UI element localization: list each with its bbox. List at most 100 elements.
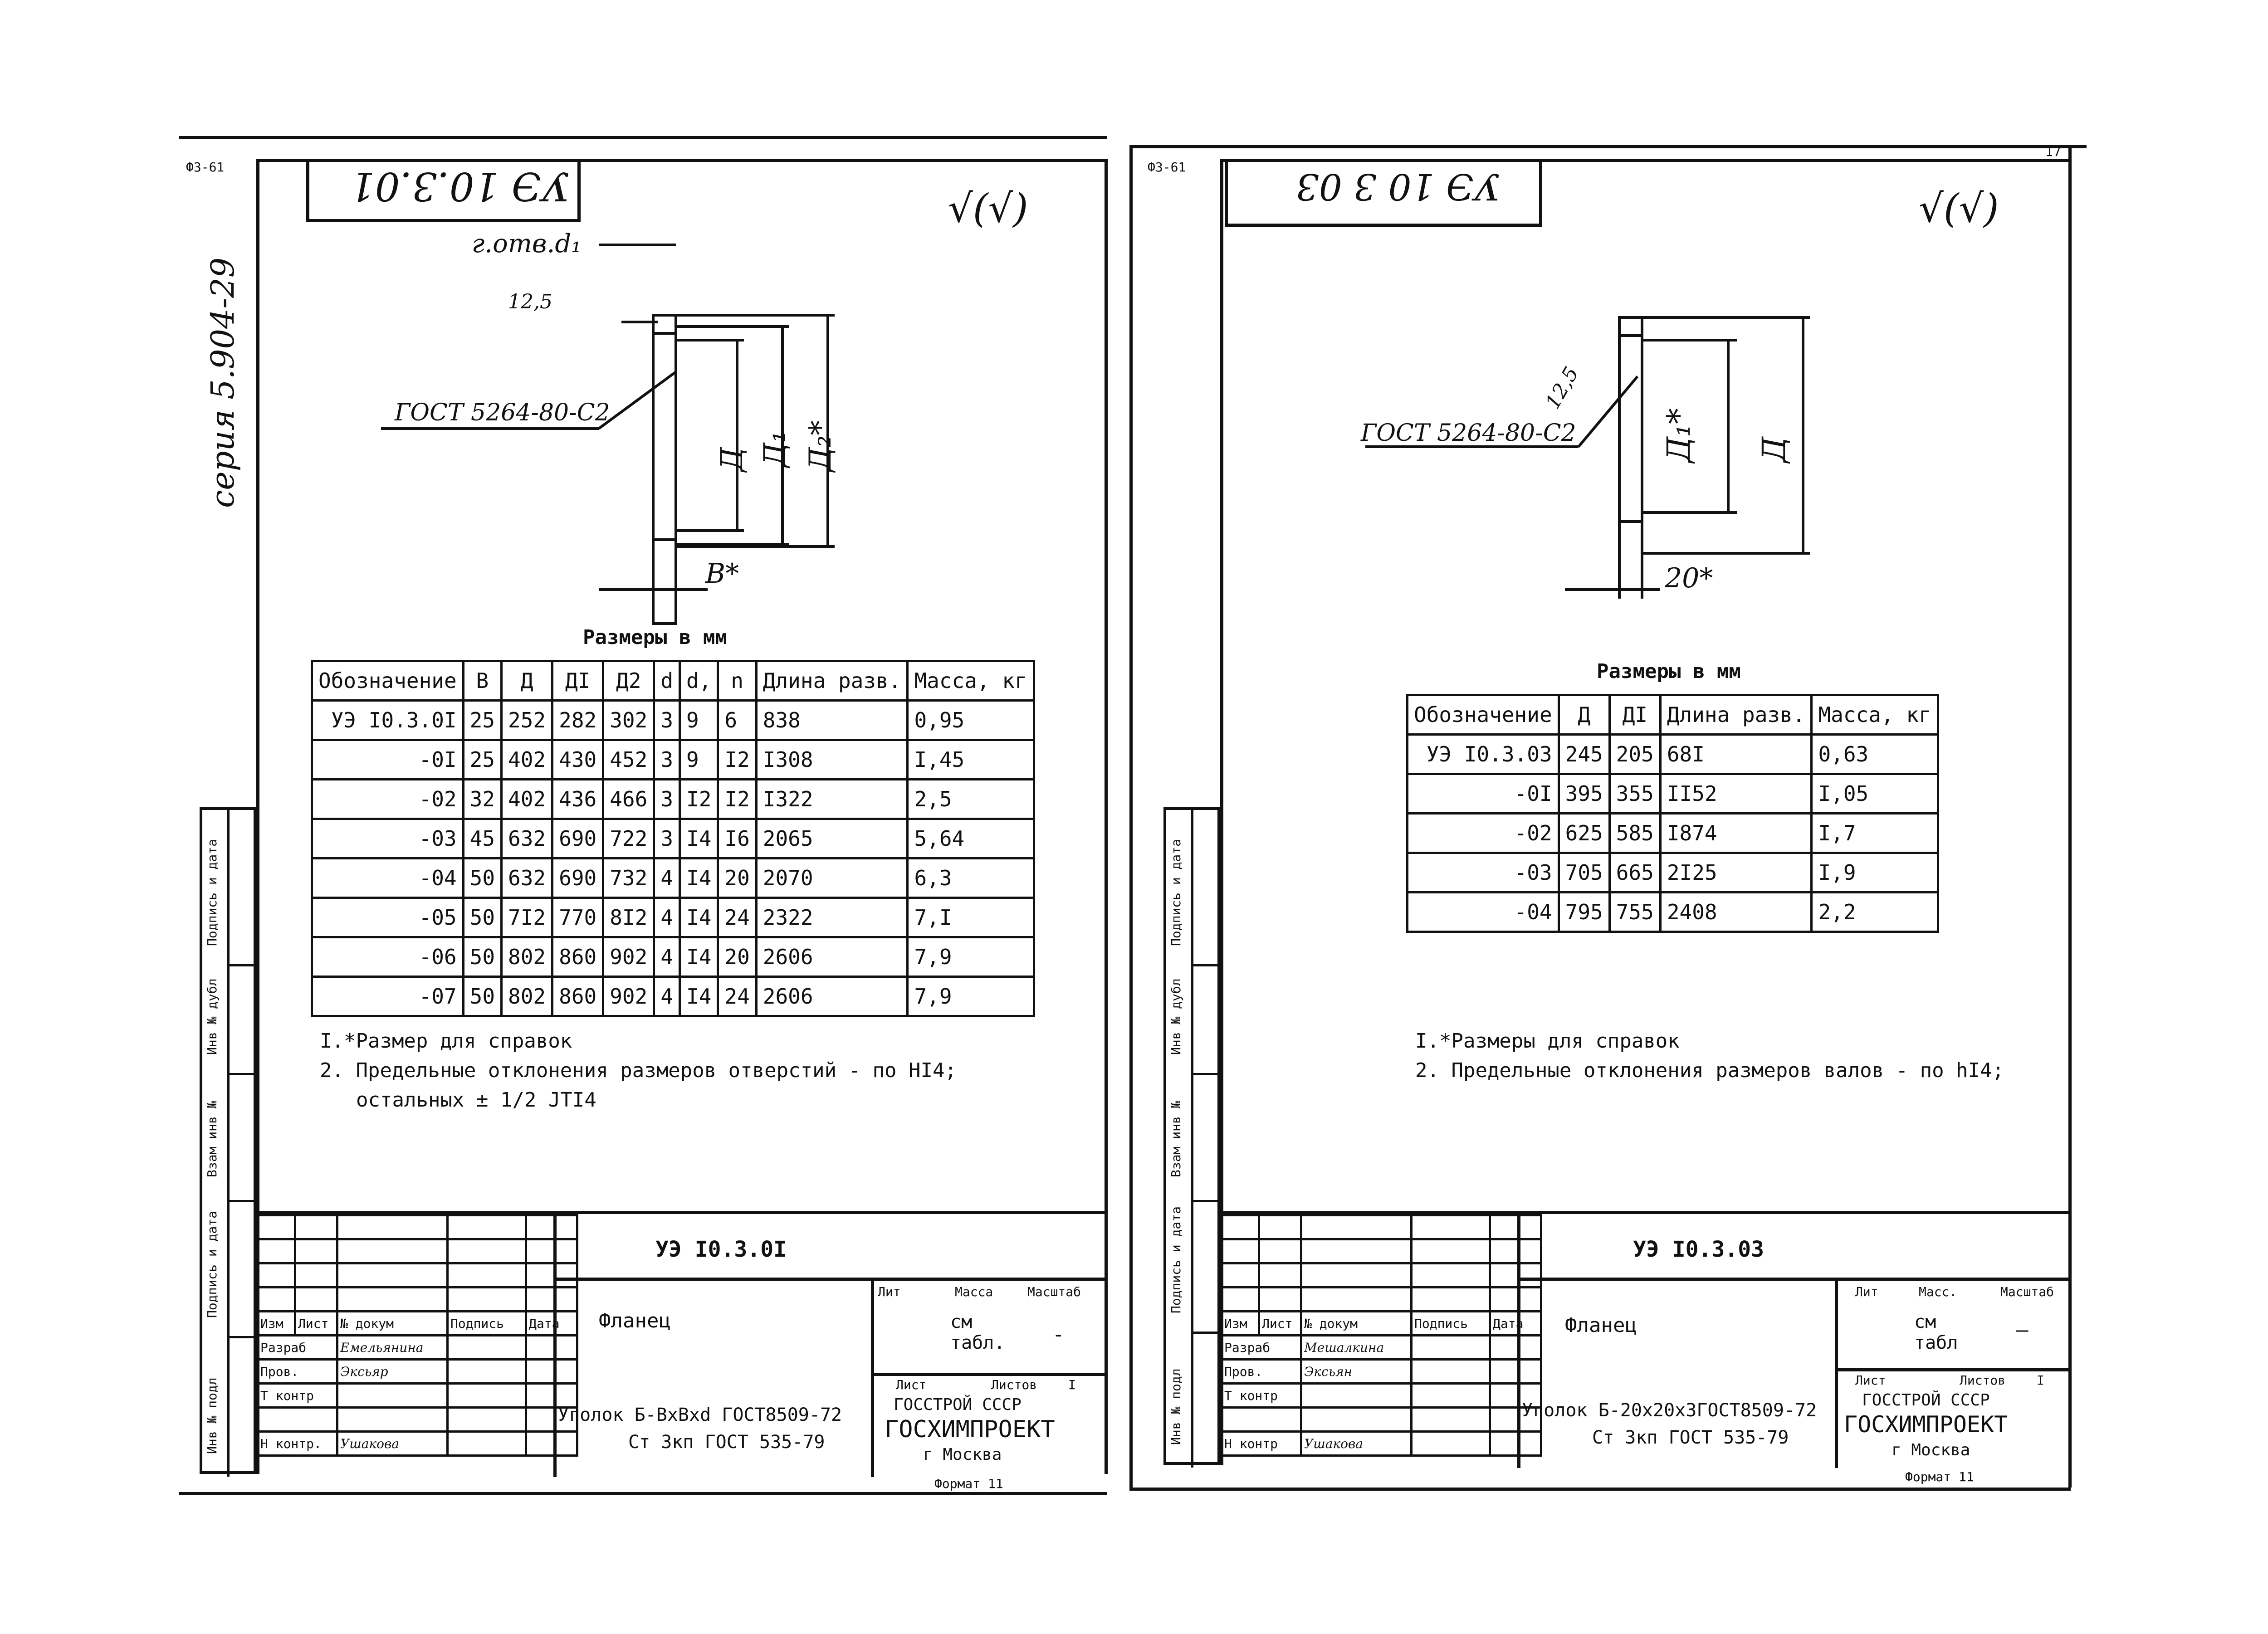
dim-20: 20* — [1665, 562, 1713, 594]
scale-label: Масштаб — [1027, 1284, 1081, 1299]
left-top-border — [179, 136, 1107, 139]
stamp-cell — [256, 1286, 296, 1312]
table-cell: 902 — [602, 976, 655, 1017]
table-cell: I2 — [679, 778, 719, 820]
stamp-cell — [525, 1334, 578, 1361]
stamp-cell — [1489, 1214, 1542, 1240]
part-name: Фланец — [599, 1309, 671, 1332]
stamp-row — [256, 1406, 578, 1433]
stamp-cell: Эксьяр — [336, 1358, 449, 1385]
stamp-cell — [1489, 1382, 1542, 1409]
flange-body — [1618, 316, 1643, 591]
table-header-cell: Масса, кг — [906, 660, 1035, 702]
table-cell: 245 — [1557, 733, 1611, 775]
table-cell: 770 — [551, 897, 605, 938]
dim-d2: Д₂* — [803, 420, 838, 472]
org-1: ГОССТРОЙ СССР — [894, 1395, 1022, 1414]
stamp-cell — [1410, 1262, 1491, 1288]
stamp-cell — [1489, 1262, 1542, 1288]
table-cell: 436 — [551, 778, 605, 820]
format-label: Формат 11 — [1905, 1469, 1974, 1484]
table-cell: 3 — [653, 739, 681, 780]
side-label-1: Подпись и дата — [1168, 839, 1183, 946]
table-cell: I,05 — [1810, 773, 1939, 815]
stamp-cell — [256, 1406, 338, 1433]
table-cell: 838 — [755, 699, 909, 741]
table-cell: 7,I — [906, 897, 1035, 938]
note-1: I.*Размер для справок — [320, 1029, 572, 1053]
side-label-1: Подпись и дата — [205, 839, 220, 946]
stamp-row — [256, 1238, 578, 1264]
table-cell: 2606 — [755, 976, 909, 1017]
stamp-row — [1220, 1262, 1542, 1288]
stamp-row — [1220, 1238, 1542, 1264]
table-cell: 205 — [1608, 733, 1662, 775]
table-cell: 50 — [462, 936, 503, 978]
table-header-cell: Д — [1557, 694, 1611, 736]
stamp-cell: Разраб — [256, 1334, 338, 1361]
stamp-cell: Пров. — [1220, 1358, 1302, 1385]
stamp-cell — [256, 1214, 296, 1240]
side-label-2: Инв № дубл — [1168, 978, 1183, 1055]
side-strip: Подпись и дата Инв № дубл Взам инв № Под… — [200, 807, 259, 1477]
stamp-cell — [336, 1214, 449, 1240]
stamp-row — [1220, 1214, 1542, 1240]
table-cell: 632 — [500, 857, 554, 899]
stamp-row — [1220, 1286, 1542, 1312]
stamp-cell — [1220, 1286, 1260, 1312]
stamp-cell — [336, 1262, 449, 1288]
table-cell: 2I25 — [1659, 852, 1813, 893]
stamp-cell: Изм — [256, 1310, 296, 1336]
table-cell: I874 — [1659, 812, 1813, 854]
stamp-cell — [446, 1430, 527, 1457]
note-2: 2. Предельные отклонения размеров валов … — [1415, 1059, 2004, 1082]
table-cell: 50 — [462, 976, 503, 1017]
stamp-cell: Изм — [1220, 1310, 1260, 1336]
stamp-cell: Ушакова — [336, 1430, 449, 1457]
stamp-cell: Ушакова — [1300, 1430, 1413, 1457]
table-cell: 860 — [551, 936, 605, 978]
dim-d: Д — [714, 447, 749, 472]
table-cell: 6,3 — [906, 857, 1035, 899]
stamp-cell — [336, 1382, 449, 1409]
dim-d: Д — [1755, 437, 1793, 463]
table-cell: 9 — [679, 739, 719, 780]
dim-b: В* — [705, 558, 739, 590]
table-cell: 395 — [1557, 773, 1611, 815]
table-cell: 585 — [1608, 812, 1662, 854]
side-strip: Подпись и дата Инв № дубл Взам инв № Под… — [1163, 807, 1223, 1468]
table-cell: 50 — [462, 857, 503, 899]
table-cell: I2 — [717, 778, 758, 820]
table-header-cell: ДI — [1608, 694, 1662, 736]
side-label-3: Взам инв № — [205, 1101, 220, 1177]
table-header-cell: n — [717, 660, 758, 702]
table-cell: 466 — [602, 778, 655, 820]
table-header-cell: ДI — [551, 660, 605, 702]
stamp-cell: Подпись — [446, 1310, 527, 1336]
stamp-cell: Эксьян — [1300, 1358, 1413, 1385]
stamp-cell — [525, 1430, 578, 1457]
title-block: УЭ I0.3.0I Фланец Уголок Б-ВхВхd ГОСТ850… — [256, 1211, 1107, 1477]
table-cell: 402 — [500, 739, 554, 780]
left-right-border — [1105, 159, 1108, 1474]
stamp-cell: Н контр. — [256, 1430, 338, 1457]
stamp-cell — [1220, 1238, 1260, 1264]
side-label-4: Подпись и дата — [205, 1210, 220, 1318]
table-header-cell: В — [462, 660, 503, 702]
rotated-code: УЭ 10.3.01 — [350, 163, 570, 209]
table-cell: 3 — [653, 778, 681, 820]
table-title: Размеры в мм — [1597, 660, 1741, 683]
right-inner-top-border — [1220, 159, 2071, 162]
stamp-cell — [1220, 1262, 1260, 1288]
note-3: остальных ± 1/2 JTI4 — [356, 1088, 596, 1112]
stamp-cell: Дата — [525, 1310, 578, 1336]
material-line-1: Уголок Б-ВхВхd ГОСТ8509-72 — [558, 1405, 842, 1425]
stamp-cell — [294, 1214, 338, 1240]
table-header-cell: Длина разв. — [1659, 694, 1813, 736]
table-cell: -04 — [311, 857, 464, 899]
stamp-cell — [446, 1262, 527, 1288]
